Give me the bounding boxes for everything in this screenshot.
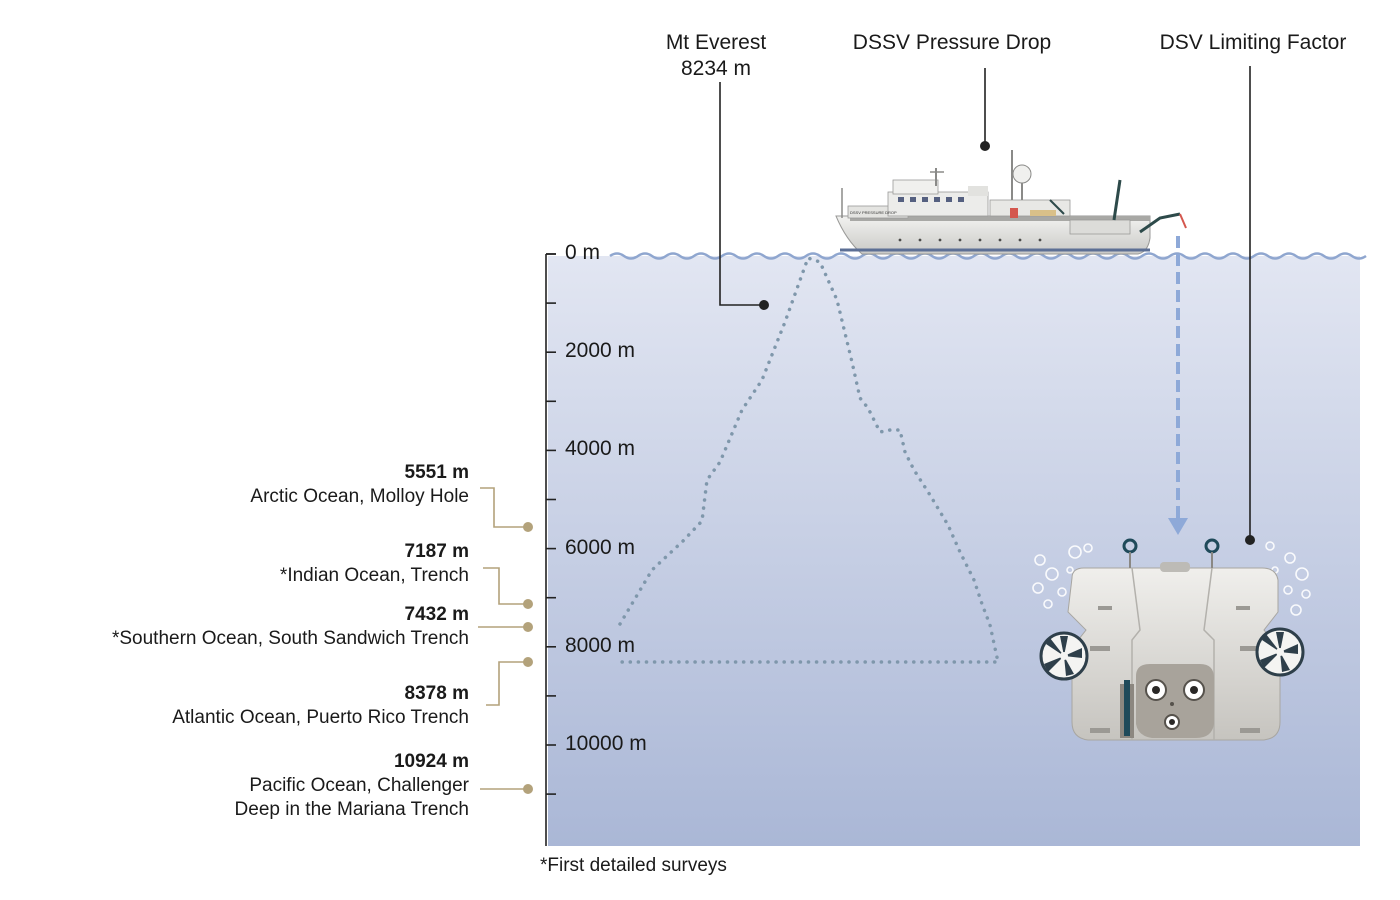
ocean-name: Atlantic Ocean, Puerto Rico Trench [172, 707, 469, 728]
descent-arrowhead [1168, 518, 1188, 535]
ocean-surface-wave [609, 252, 1367, 260]
ocean-depth-label: 7432 m [404, 604, 469, 625]
marker-indian [523, 599, 533, 609]
ocean-depth-label: 8378 m [404, 683, 469, 704]
sub-callout: DSV Limiting Factor [1159, 31, 1347, 54]
ship-illustration: DSSV PRESSURE DROP [835, 150, 1187, 255]
marker-arctic [523, 522, 533, 532]
submarine-illustration [1032, 538, 1311, 741]
marker-atlantic [523, 657, 533, 667]
everest-leader-dot [759, 300, 769, 310]
sub-leader-dot [1245, 535, 1255, 545]
callout-leaders [719, 66, 1251, 538]
marker-southern [523, 622, 533, 632]
ocean-depth-label: 10924 m [393, 751, 469, 772]
depth-tick-label: 8000 m [565, 633, 636, 657]
ship-callout: DSSV Pressure Drop [852, 31, 1052, 54]
ocean-depth-label: 5551 m [404, 462, 469, 483]
depth-tick-label: 6000 m [565, 535, 636, 559]
ocean-body [548, 256, 1360, 846]
ocean-depth-markers [478, 487, 524, 790]
ocean-depth-label: 7187 m [404, 541, 469, 562]
ocean-name: *Southern Ocean, South Sandwich Trench [111, 628, 469, 649]
ocean-name: *Indian Ocean, Trench [279, 565, 469, 586]
depth-tick-label: 10000 m [565, 732, 647, 755]
ocean-entry: 8378 m Atlantic Ocean, Puerto Rico Trench [172, 682, 469, 730]
everest-height: 8234 m [680, 57, 752, 80]
ship-hull-name: DSSV PRESSURE DROP [850, 210, 897, 215]
footnote: *First detailed surveys [540, 855, 727, 876]
everest-outline [618, 255, 1001, 664]
ocean-name: Deep in the Mariana Trench [234, 799, 469, 820]
marker-pacific [523, 784, 533, 794]
ocean-entry: 5551 m Arctic Ocean, Molloy Hole [250, 461, 469, 509]
depth-tick-label: 4000 m [565, 437, 636, 461]
depth-axis [545, 253, 556, 846]
ship-leader-dot [980, 141, 990, 151]
depth-tick-label: 0 m [565, 241, 601, 264]
ocean-entry: 7187 m *Indian Ocean, Trench [280, 540, 469, 588]
ocean-entry: 7432 m *Southern Ocean, South Sandwich Tr… [112, 603, 469, 651]
everest-callout: Mt Everest 8234 m [640, 30, 792, 82]
ocean-name: Arctic Ocean, Molloy Hole [250, 486, 469, 507]
everest-name: Mt Everest [665, 31, 767, 54]
ocean-name: Pacific Ocean, Challenger [249, 775, 469, 796]
depth-tick-label: 2000 m [565, 339, 636, 363]
